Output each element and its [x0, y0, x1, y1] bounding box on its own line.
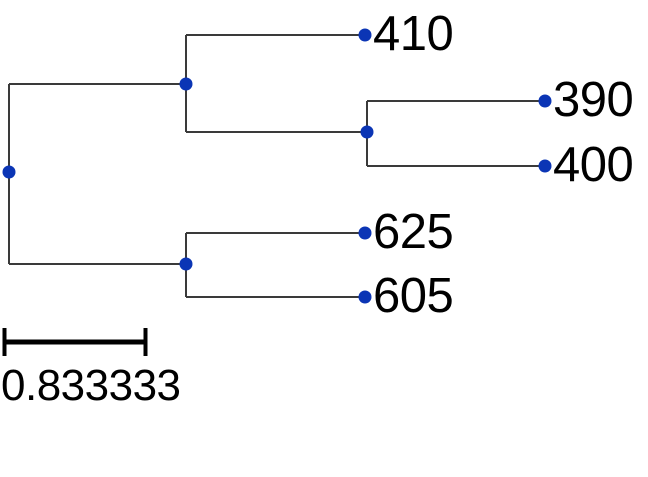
node-dot-upper-clade[interactable]	[179, 77, 193, 91]
node-dot-tip-625[interactable]	[358, 226, 372, 240]
tree-branches	[8, 34, 545, 298]
tree-nodes	[2, 28, 552, 304]
node-dot-lower-clade[interactable]	[179, 257, 193, 271]
node-dot-tip-390[interactable]	[538, 94, 552, 108]
node-dot-tip-400[interactable]	[538, 159, 552, 173]
scale-bar-label: 0.833333	[1, 361, 181, 410]
tip-label-400: 400	[553, 138, 634, 192]
tip-label-605: 605	[373, 269, 454, 323]
node-dot-clade-390-400[interactable]	[360, 125, 374, 139]
node-dot-root[interactable]	[2, 165, 16, 179]
scale-bar	[2, 328, 148, 356]
tip-label-390: 390	[553, 73, 634, 127]
node-dot-tip-410[interactable]	[358, 28, 372, 42]
tip-label-625: 625	[373, 205, 454, 259]
tip-label-410: 410	[373, 7, 454, 61]
node-dot-tip-605[interactable]	[358, 290, 372, 304]
